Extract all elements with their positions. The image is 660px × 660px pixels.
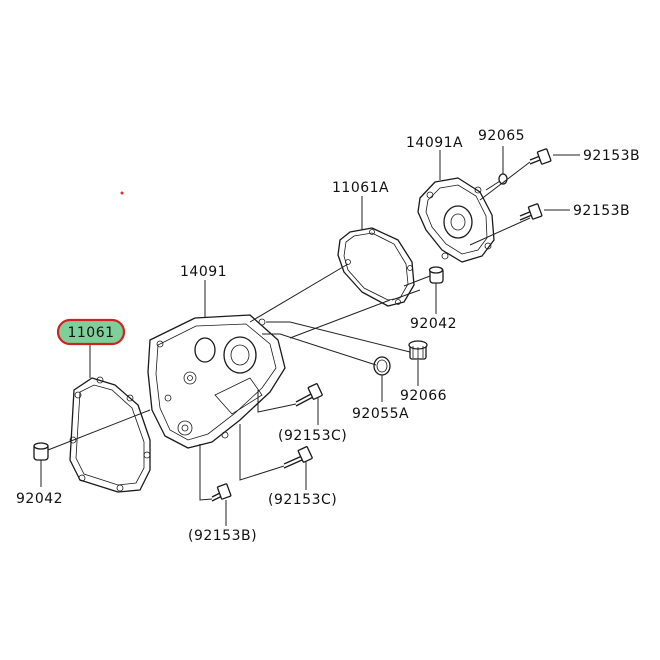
label-92153B-top: 92153B bbox=[583, 148, 640, 164]
bolt-92153B-top[interactable] bbox=[529, 148, 552, 165]
dowel-92042-right[interactable] bbox=[428, 266, 444, 284]
label-11061A: 11061A bbox=[332, 180, 389, 196]
highlight-callout-11061[interactable]: 11061 bbox=[56, 318, 126, 346]
label-92153C-lower: (92153C) bbox=[268, 492, 337, 508]
gasket-11061A[interactable] bbox=[337, 227, 415, 307]
label-14091A: 14091A bbox=[406, 135, 463, 151]
label-92055A: 92055A bbox=[352, 406, 409, 422]
marker-dot bbox=[120, 191, 124, 195]
bolt-92153C-lower[interactable] bbox=[283, 446, 313, 469]
plug-92066[interactable] bbox=[408, 340, 428, 360]
label-92042-left: 92042 bbox=[16, 491, 63, 507]
label-92065: 92065 bbox=[478, 128, 525, 144]
label-14091: 14091 bbox=[180, 264, 227, 280]
label-92042-right: 92042 bbox=[410, 316, 457, 332]
label-92066: 92066 bbox=[400, 388, 447, 404]
cover-14091A[interactable] bbox=[417, 177, 495, 263]
gasket-11061[interactable] bbox=[69, 376, 151, 493]
oring-92055A[interactable] bbox=[373, 356, 391, 376]
dowel-92042-left[interactable] bbox=[33, 442, 49, 461]
bolt-92153B-bottom[interactable] bbox=[211, 483, 232, 502]
label-92153B-bottom: (92153B) bbox=[188, 528, 257, 544]
label-11061: 11061 bbox=[67, 325, 114, 341]
leader-lines bbox=[40, 146, 580, 526]
cover-14091[interactable] bbox=[147, 314, 286, 449]
label-92153B-mid: 92153B bbox=[573, 203, 630, 219]
bolt-92153B-mid[interactable] bbox=[519, 203, 543, 221]
label-92153C-upper: (92153C) bbox=[278, 428, 347, 444]
bolt-92153C-upper[interactable] bbox=[295, 383, 323, 407]
